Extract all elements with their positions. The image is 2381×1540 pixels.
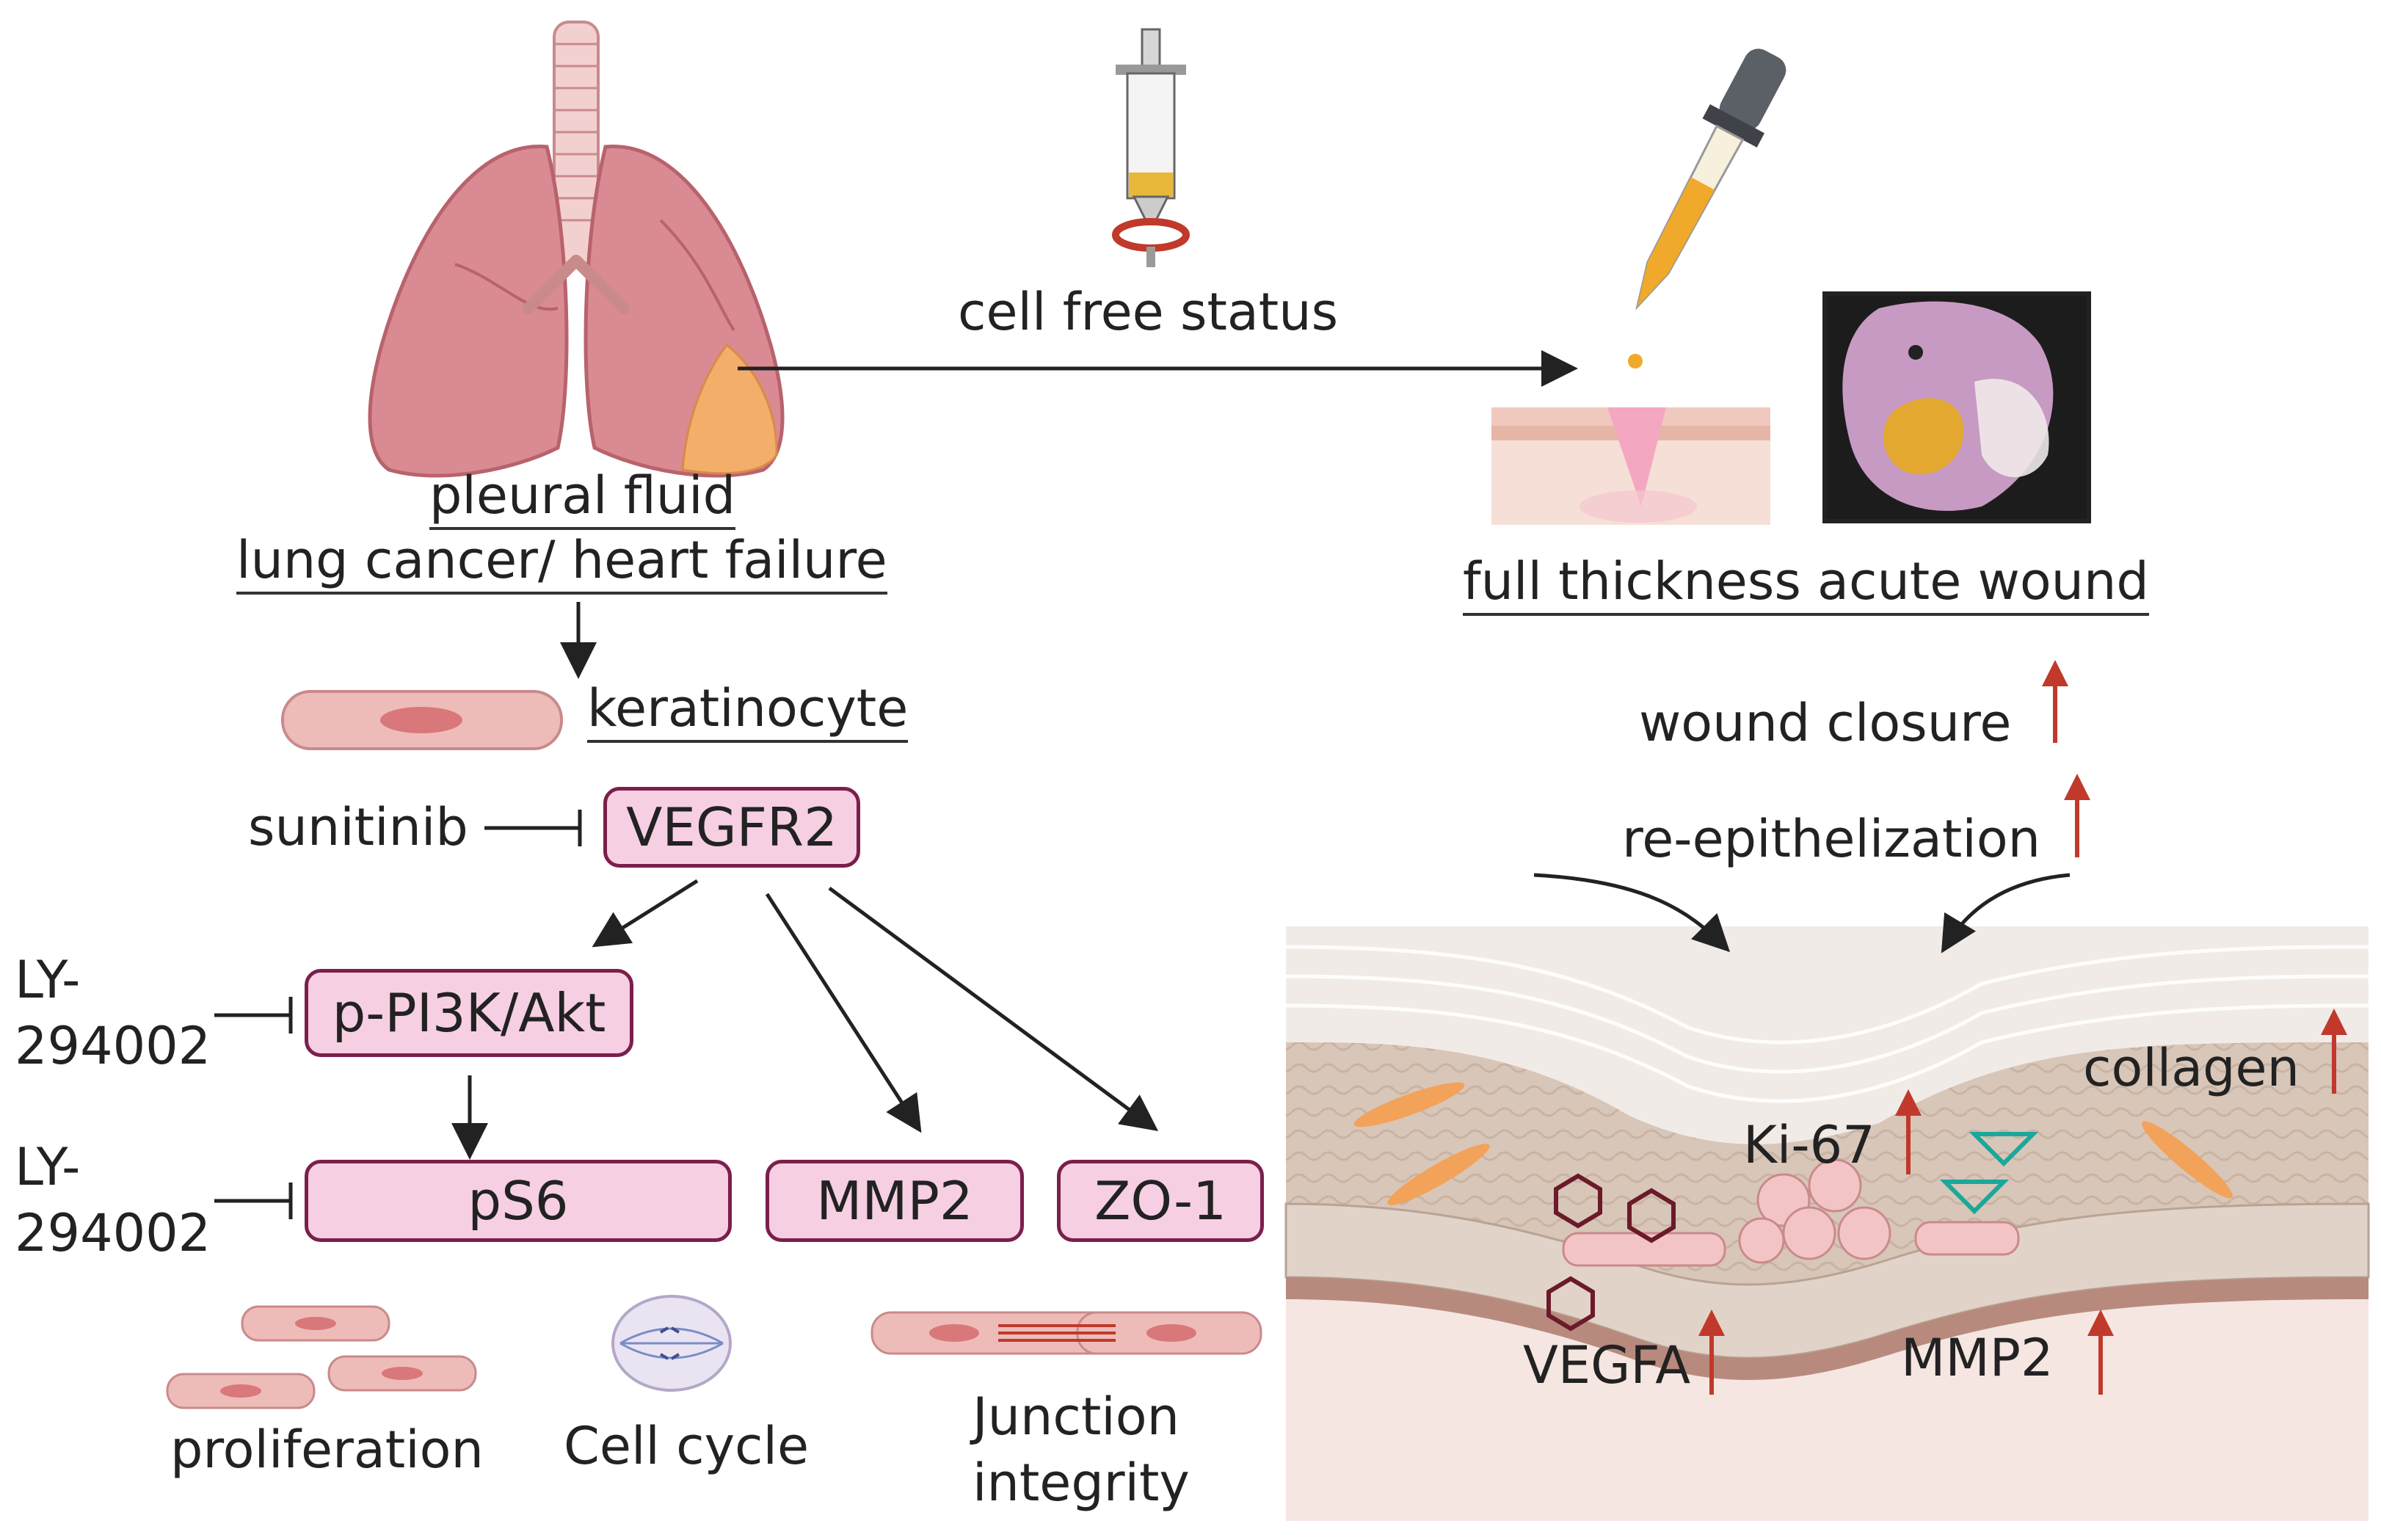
lungs-illustration [368,21,785,478]
skin-wound-illustration [1491,407,1770,525]
source-label-line2: lung cancer/ heart failure [236,534,887,595]
inhibitor-sunitinib: sunitinib [248,797,468,857]
model-label: full thickness acute wound [1463,556,2149,616]
inhibitor-ly-pi3k-2: 294002 [15,1016,211,1076]
outcome-junction-1: Junction [973,1387,1179,1447]
outcome-junction-2: integrity [973,1453,1190,1513]
inhibitor-ly-ps6-2: 294002 [15,1203,211,1263]
inhibitor-ly-pi3k-1: LY- [15,950,81,1010]
node-pi3k-akt: p-PI3K/Akt [305,969,633,1057]
label-vegfa: VEGFA [1523,1335,1691,1395]
label-reepithelization: re-epithelization [1622,809,2041,869]
outcome-proliferation: proliferation [170,1420,484,1480]
label-ki67: Ki-67 [1743,1115,1875,1175]
node-vegfr2: VEGFR2 [603,787,860,868]
node-zo1: ZO-1 [1057,1160,1264,1242]
process-label: cell free status [958,282,1339,342]
label-mmp2: MMP2 [1901,1328,2054,1388]
cell-label: keratinocyte [587,683,909,743]
cell-cycle-icon [611,1295,732,1392]
label-wound-closure: wound closure [1639,693,2012,753]
outcome-cell-cycle: Cell cycle [564,1416,810,1476]
pathway-arrows [451,350,1578,1160]
source-label-line1: pleural fluid [429,470,736,530]
up-arrows [1698,660,2347,1395]
syringe-filter-illustration [1112,28,1190,267]
node-mmp2: MMP2 [766,1160,1024,1242]
mouse-wound-photo [1822,291,2091,523]
inhibition-lines [214,810,582,1219]
wound-cross-section-illustration [1284,873,2370,1521]
dropper-illustration [1635,48,1786,310]
label-collagen: collagen [2083,1038,2300,1098]
drop [1628,354,1643,368]
inhibitor-ly-ps6-1: LY- [15,1137,81,1197]
node-ps6: pS6 [305,1160,732,1242]
